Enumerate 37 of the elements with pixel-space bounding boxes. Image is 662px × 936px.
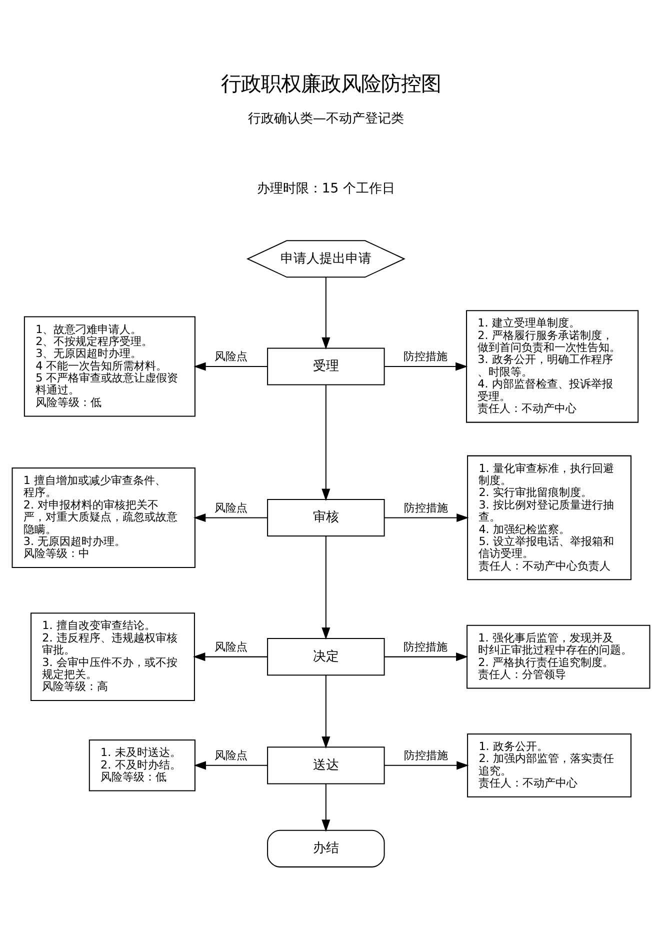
label: 行政确认类—不动产登记类 [248, 110, 404, 126]
edge-label: 风险点 [214, 500, 248, 514]
edge-label: 防控措施 [404, 640, 448, 654]
node-box: 办结 [267, 829, 385, 867]
diagram-title: 行政职权廉政风险防控图 [221, 70, 441, 95]
arrow [384, 512, 469, 522]
node-box: 1、故意刁难申请人。 2、不按规定程序受理。 3、无原因超时办理。 4 不能一次告知所需材料。 5 不严格审查或故意让虚假资料通过。 风险等级：低 [24, 316, 196, 416]
edge-label: 防控措施 [404, 500, 448, 514]
node-box: 1 擅自增加或减少审查条件、程序。 2. 对申报材料的审核把关不严，对重大质疑点，疏忽或故意隐瞒。 3. 无原因超时办理。 风险等级：中 [12, 466, 196, 568]
arrow [194, 760, 268, 770]
node-box: 1. 量化审查标准，执行回避制度。 2. 实行审批留痕制度。 3. 按比例对登记质量进行抽查。 4. 加强纪检监察。 5. 设立举报电话、举报箱和信访受理。 责任人：不动产中心负责人 [467, 454, 632, 580]
arrow [384, 760, 469, 770]
node-box: 1. 强化事后监管，发现并及时纠正审批过程中存在的问题。 2. 严格执行责任追究制度。 责任人：分管领导 [466, 624, 650, 688]
arrow [193, 652, 268, 661]
edge-label: 防控措施 [403, 350, 448, 363]
arrow [384, 652, 468, 661]
node-box: 1. 建立受理单制度。 2. 严格履行服务承诺制度，做到首问负责和一次性告知。 3. 政务公开，明确工作程序、时限等。 4. 内部监督检查、投诉举报受理。 责任人：不动产中心 [466, 310, 639, 422]
node-box: 审核 [267, 498, 385, 536]
arrow [322, 674, 330, 748]
node-box: 受理 [267, 347, 385, 385]
arrow [384, 362, 468, 370]
edge-label: 防控措施 [404, 748, 448, 762]
node-box: 1. 擅自改变审查结论。 2. 违反程序、违规越权审核审批。 3. 会审中压件不办，或不按规定把关。 风险等级：高 [30, 612, 195, 700]
edge-label: 风险点 [214, 350, 248, 363]
arrow [322, 384, 330, 500]
arrow [194, 362, 268, 370]
node-box: 送达 [267, 746, 385, 784]
arrow [322, 784, 330, 832]
edge-label: 风险点 [214, 640, 248, 654]
arrow [193, 512, 268, 522]
node-box: 决定 [267, 638, 385, 676]
node-box: 1. 政务公开。 2. 加强内部监管，落实责任追究。 责任人：不动产中心 [467, 732, 632, 797]
arrow [322, 536, 330, 640]
label: 办理时限：15 个工作日 [256, 180, 395, 196]
arrow [322, 276, 330, 350]
node-box: 1. 未及时送达。 2. 不及时办结。 风险等级：低 [88, 739, 196, 791]
edge-label: 风险点 [214, 748, 248, 762]
